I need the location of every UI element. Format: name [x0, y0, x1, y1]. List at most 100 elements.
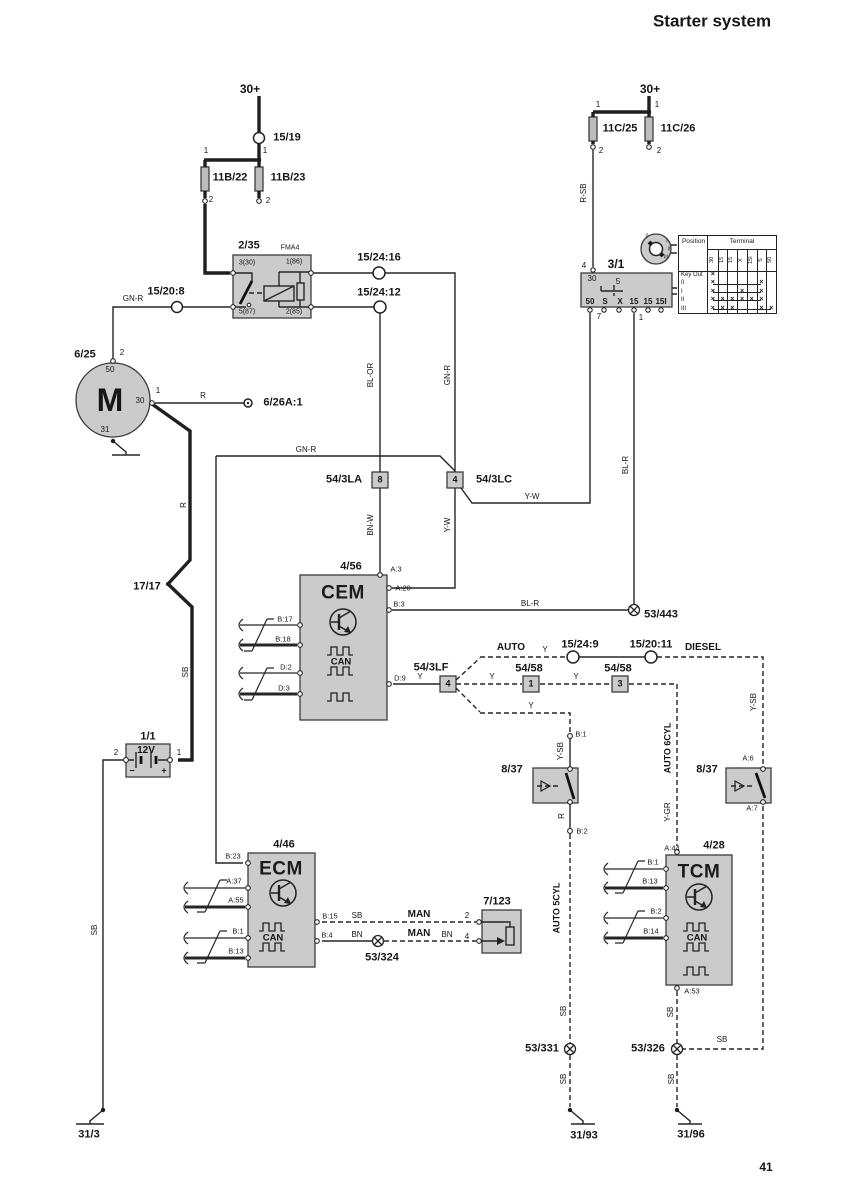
tcm-pin-b14: B:14 [643, 926, 659, 936]
auto-6cyl-label: AUTO 6CYL [662, 722, 673, 774]
table-x-mark: × [710, 271, 715, 278]
wire-color-sb: SB [666, 1006, 675, 1018]
ground-symbol-31-3 [76, 1109, 104, 1125]
cem-can-label: CAN [330, 656, 352, 668]
table-row-link-line [712, 292, 762, 293]
wire-color-rsb: R-SB [579, 183, 588, 203]
connector-54-58-3-pin: 3 [617, 678, 623, 689]
table-terminal-label: 15I [747, 256, 754, 264]
transistor-icons [269, 608, 713, 911]
table-row-label: 0 [681, 280, 685, 287]
man-label-1: MAN [407, 909, 431, 920]
connector-54-3la-label: 54/3LA [325, 473, 363, 486]
relay-2-35-label: 2/35 [238, 239, 260, 252]
wire-11b22-to-relay [203, 160, 230, 275]
table-link-ticks [671, 244, 677, 295]
wire-color-r: R [200, 391, 206, 400]
motor-pin-2: 2 [119, 348, 125, 357]
wire-color-y: Y [542, 645, 548, 654]
dash-lf-auto-branch [455, 657, 481, 681]
table-x-mark: × [710, 296, 715, 304]
can-wave-icons [259, 646, 709, 976]
tcm-can-label: CAN [686, 932, 708, 944]
valve-triangles [497, 779, 746, 945]
cem-pin-b18: B:18 [275, 634, 291, 644]
cem-title: CEM [321, 582, 365, 604]
ignition-term: 50 [585, 297, 595, 306]
table-x-mark: × [759, 279, 764, 287]
twisted-pair-symbols [183, 618, 663, 965]
relay-blade [238, 280, 254, 305]
battery-pin-2: 2 [113, 748, 119, 757]
ground-symbol-motor [112, 440, 140, 456]
wire-color-sb: SB [667, 1073, 676, 1085]
ecm-pin-a37: A:37 [226, 876, 242, 886]
cem-pin-b17: B:17 [277, 614, 293, 624]
pair-break-arcs-cem [238, 618, 244, 701]
ignition-term: 15 [629, 297, 639, 306]
wire-color-ysb-l: Y-SB [556, 742, 565, 760]
wire-gnr-horizontal [216, 455, 456, 472]
ignition-term-30: 30 [587, 274, 597, 283]
table-terminal-header: Terminal [729, 238, 755, 245]
connector-54-3lf-pin: 4 [445, 678, 451, 689]
tcm-pin-a44: A:44 [664, 843, 680, 853]
wire-color-bn: BN [351, 930, 363, 939]
terminal-15-24-16-label: 15/24:16 [357, 251, 401, 264]
terminal-15-24-12-label: 15/24:12 [357, 286, 401, 299]
splice-53-443-label: 53/443 [644, 608, 678, 621]
table-column-rule [746, 249, 748, 313]
pin-number: 1 [595, 100, 601, 109]
ignition-term-5: 5 [615, 277, 621, 286]
transistor-icon-cem [329, 608, 357, 636]
wire-color-r-vert: R [179, 502, 188, 508]
table-terminal-label: 15 [718, 256, 725, 264]
key-inner-circle [648, 241, 664, 257]
man-label-2: MAN [407, 928, 431, 939]
auto-5cyl-label: AUTO 5CYL [551, 882, 562, 934]
connector-54-3lf-label: 54/3LF [413, 661, 449, 674]
motor-pin-50: 50 [105, 365, 115, 374]
connector-54-58-1-pin: 1 [528, 678, 534, 689]
wire-color-blr-v: BL-R [621, 455, 630, 475]
key-pos-i: I [666, 238, 668, 245]
ground-31-93-label: 31/93 [570, 1129, 598, 1142]
connector-54-3la-pin: 8 [377, 474, 383, 485]
wire-gnr-to-ecm [215, 456, 243, 864]
tcm-title: TCM [677, 861, 721, 883]
pair-thin-lines [185, 624, 663, 939]
wire-color-blr-h: BL-R [520, 599, 540, 608]
ground-symbol-31-93 [569, 1109, 595, 1125]
wave-icon [327, 646, 353, 656]
table-column-rule [756, 249, 758, 313]
wire-color-y: Y [417, 672, 423, 681]
diesel-label: DIESEL [684, 642, 722, 653]
table-x-mark: × [720, 296, 725, 304]
wire-color-sb: SB [559, 1005, 568, 1017]
ground-31-96-label: 31/96 [677, 1128, 705, 1141]
pair-break-arcs-ecm [183, 881, 189, 965]
motor-pin-31: 31 [100, 425, 110, 434]
pin-number: 1 [262, 146, 268, 155]
wire-color-r: R [557, 813, 566, 819]
resistor-7-123-internal [482, 921, 511, 942]
connector-54-58-1-label: 54/58 [515, 662, 543, 675]
relay-8-37-left-label: 8/37 [501, 763, 523, 776]
battery-plus: + [161, 765, 167, 776]
relay-pin-3-30: 3(30) [238, 259, 256, 267]
wire-gnr-coil [112, 306, 230, 363]
cem-pin-d2: D:2 [280, 662, 292, 672]
table-x-mark: × [739, 287, 745, 295]
tcm-pin-b13: B:13 [642, 876, 658, 886]
wave-icon [683, 966, 709, 976]
wire-yw-to-a20 [392, 488, 456, 589]
wire-color-ygr: Y-GR [663, 802, 672, 822]
ignition-contact-bracket [600, 286, 623, 292]
pin-a6-label: A:6 [742, 753, 754, 763]
relay-internal-coil-lines [278, 271, 311, 308]
relay-type-label: FMA4 [280, 244, 300, 252]
ecm-pin-b1: B:1 [232, 926, 244, 936]
pin-circles [110, 144, 766, 991]
relay-resistor-symbol [296, 282, 305, 301]
relay-pin-5-87: 5(87) [238, 308, 256, 316]
